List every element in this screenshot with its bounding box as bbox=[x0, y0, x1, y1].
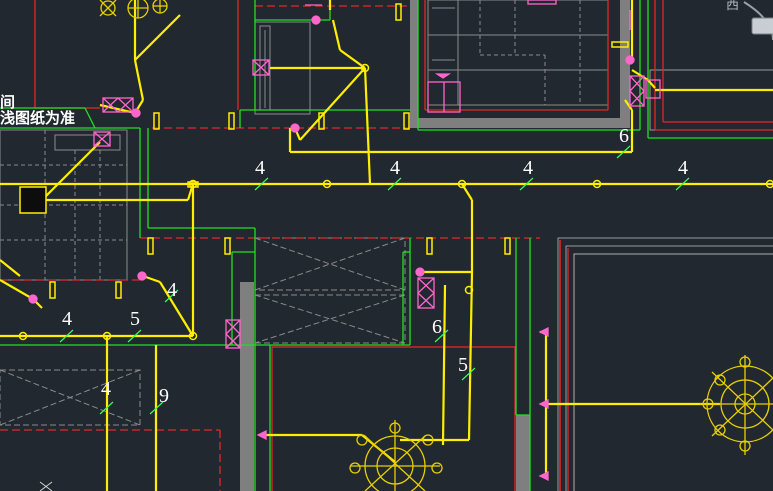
wire-count-label: 6 bbox=[619, 125, 629, 147]
wire-count-label: 9 bbox=[159, 385, 169, 407]
annotation-note-line2: 浅图纸为准 bbox=[0, 109, 76, 127]
wire-count-label: 4 bbox=[255, 157, 265, 179]
junctions-layer bbox=[18, 63, 773, 341]
columns-layer bbox=[240, 0, 630, 491]
wire-ticks-layer bbox=[59, 145, 690, 415]
compass-west-label[interactable]: 西 bbox=[726, 0, 739, 13]
chandelier-bottom bbox=[349, 420, 443, 491]
annotation-note-line1: 间 bbox=[0, 93, 16, 111]
wire-count-label: 5 bbox=[458, 354, 468, 376]
wire-count-label: 4 bbox=[167, 279, 177, 301]
view-cube[interactable]: 西 WC bbox=[726, 0, 773, 41]
wire-count-label: 4 bbox=[678, 157, 688, 179]
outlets-layer bbox=[49, 3, 629, 299]
wire-count-label: 4 bbox=[101, 378, 111, 400]
wire-count-labels: 4 4 4 4 6 4 4 5 6 5 4 9 bbox=[62, 125, 688, 407]
chandelier-right bbox=[700, 355, 773, 455]
crosshair-cursor bbox=[39, 481, 53, 491]
wire-count-label: 4 bbox=[62, 308, 72, 330]
view-cube-face[interactable] bbox=[751, 17, 773, 35]
floor-drain-hatch bbox=[19, 186, 47, 214]
fixtures-layer bbox=[28, 0, 661, 482]
wire-count-label: 6 bbox=[432, 316, 442, 338]
wire-count-label: 4 bbox=[523, 157, 533, 179]
wire-count-label: 4 bbox=[390, 157, 400, 179]
lamp-top-left bbox=[99, 0, 168, 19]
view-cube-face-label[interactable]: WC bbox=[757, 23, 772, 33]
wire-count-label: 5 bbox=[130, 308, 140, 330]
